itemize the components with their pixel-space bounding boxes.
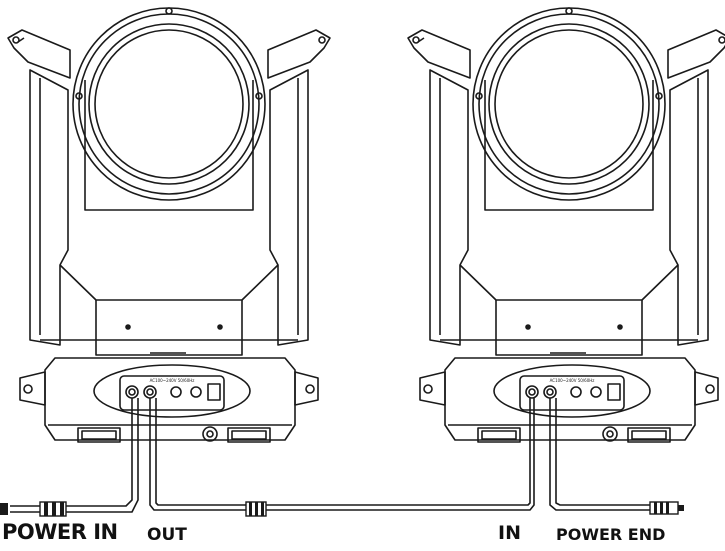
fixture-left-panel-text: AC100~240V 50/60Hz — [150, 378, 195, 383]
power-in-cable — [10, 398, 133, 507]
label-out: OUT — [147, 525, 187, 545]
data-link-cable — [149, 398, 535, 511]
fixture-right: AC100~240V 50/60Hz — [407, 7, 725, 443]
power-end-cap — [649, 501, 684, 515]
label-in: IN — [498, 522, 521, 544]
power-in-plug — [0, 501, 67, 517]
label-power-end: POWER END — [556, 525, 666, 544]
fixture-left: AC100~240V 50/60Hz — [7, 7, 331, 443]
label-power-in: POWER IN — [2, 520, 118, 544]
power-end-cable — [549, 398, 660, 511]
fixture-right-panel-text: AC100~240V 50/60Hz — [550, 378, 595, 383]
link-cable-connector — [245, 501, 267, 517]
